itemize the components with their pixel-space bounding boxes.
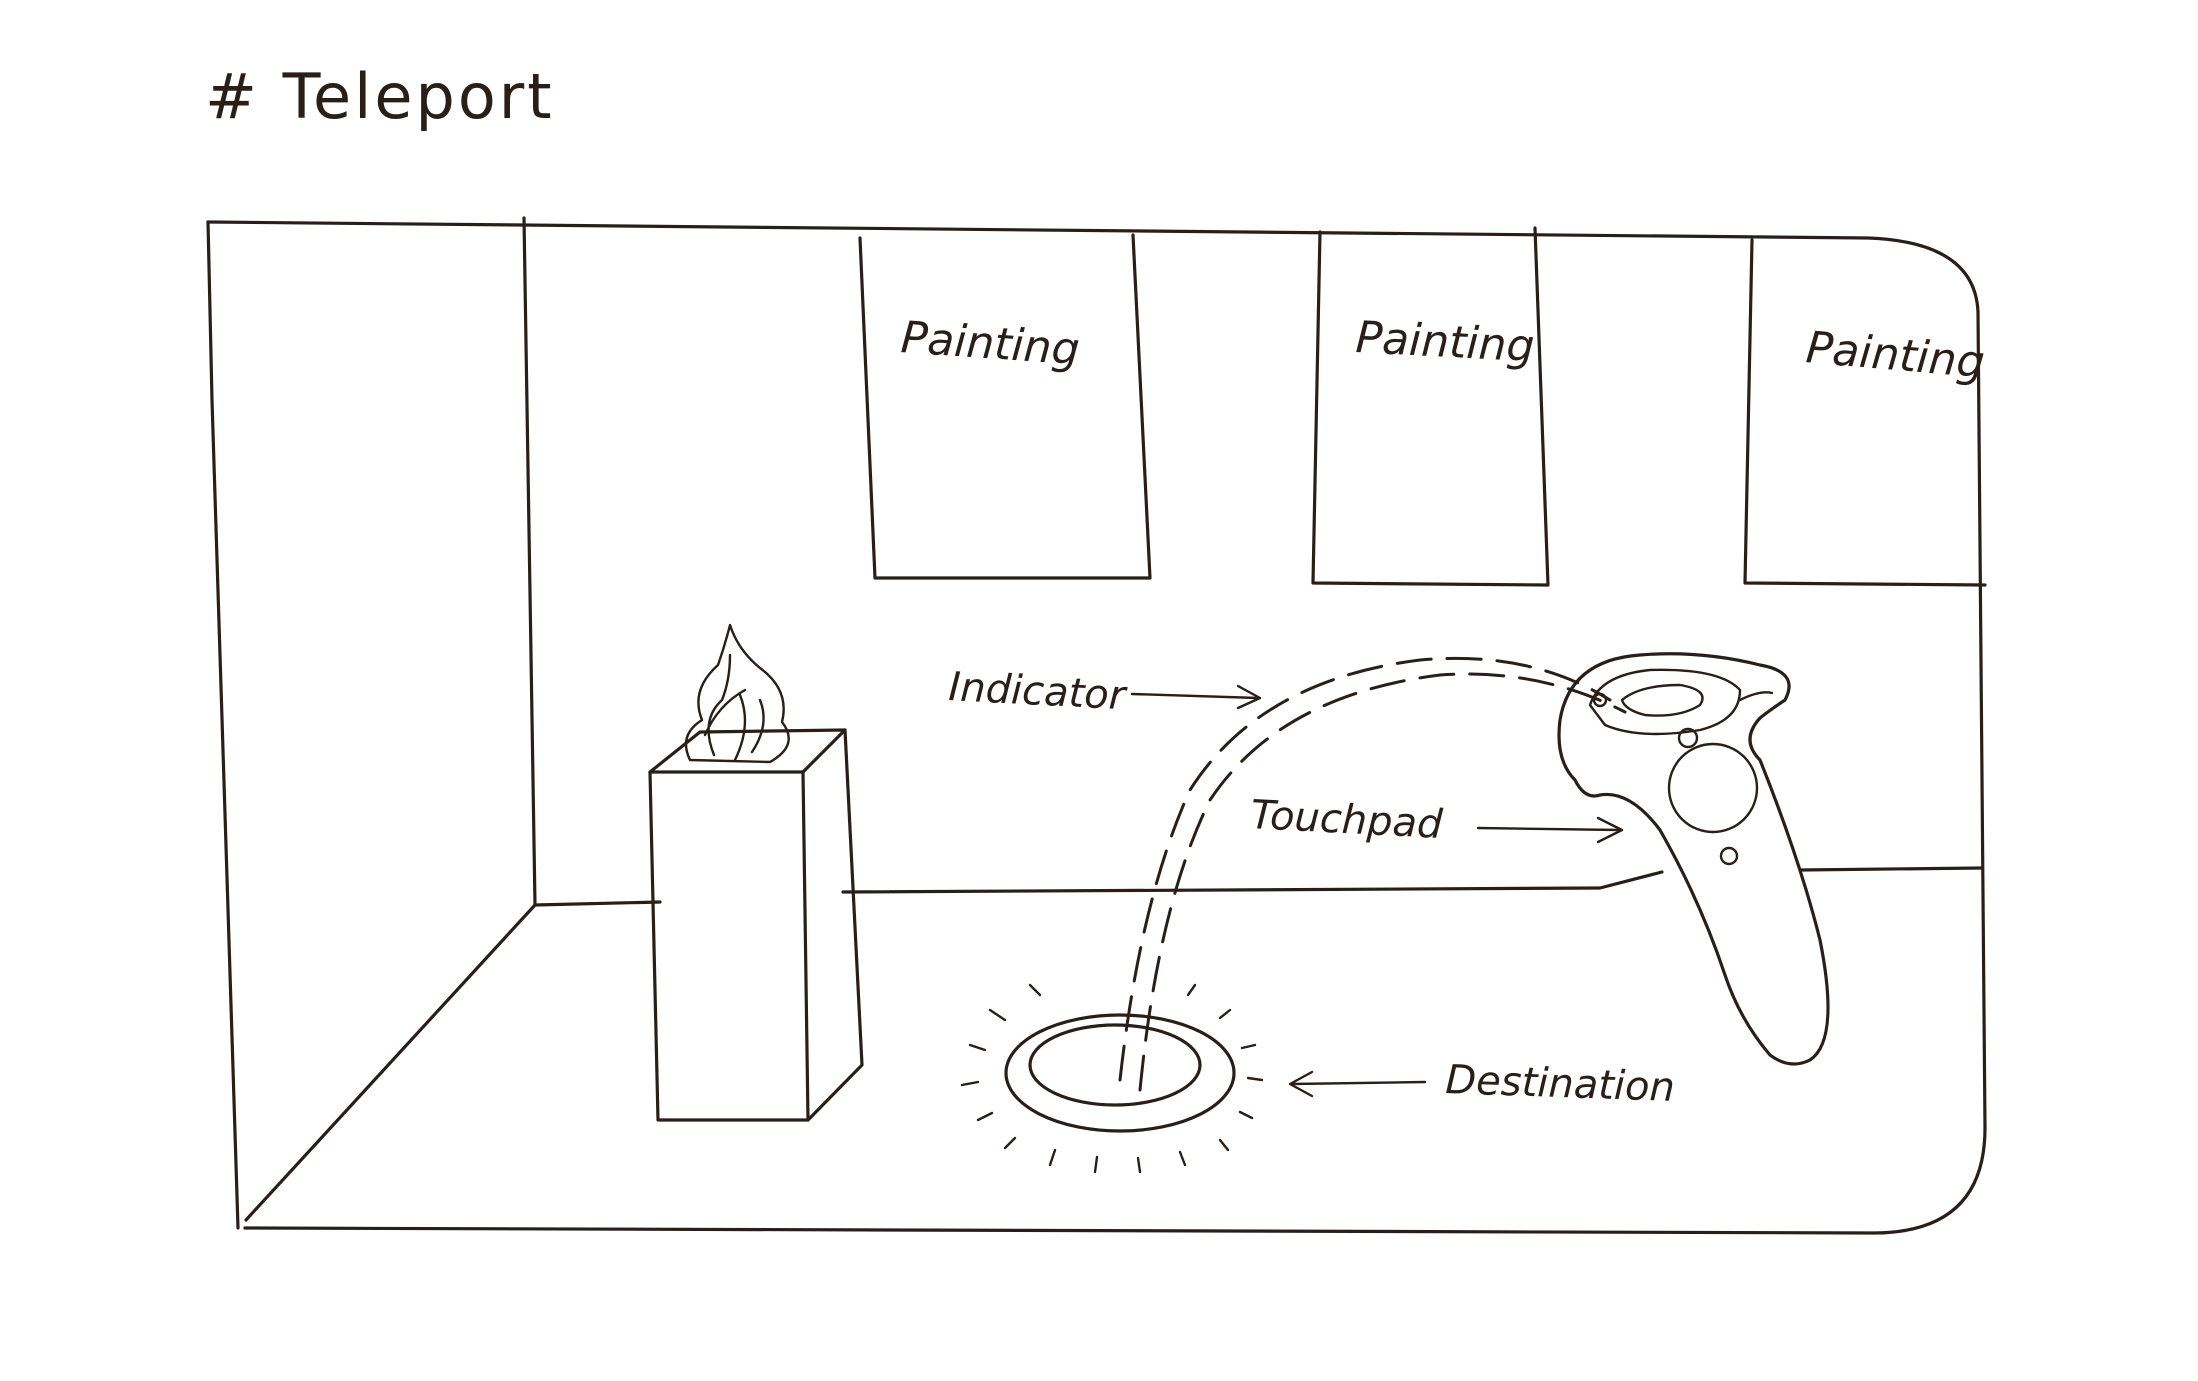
destination-ring-outer (1004, 1013, 1236, 1133)
pedestal (648, 728, 864, 1122)
destination-ring-inner (1028, 1023, 1202, 1107)
controller-system-button (1719, 846, 1739, 866)
painting-frame-2: Painting (1311, 226, 1550, 587)
back-wall-corner (522, 216, 537, 907)
controller-touchpad (1667, 742, 1759, 834)
controller-dot (1592, 692, 1608, 708)
floor-line-middle (841, 870, 1664, 894)
controller-ring (1588, 668, 1742, 736)
page-title: # Teleport (205, 60, 555, 133)
touchpad-callout: Touchpad (1249, 792, 1624, 848)
painting-label: Painting (1354, 312, 1535, 372)
arrow-head (1596, 816, 1624, 844)
room-frame (206, 216, 1987, 1235)
pedestal-top (648, 728, 847, 774)
destination-label: Destination (1445, 1057, 1676, 1111)
arrow-head (1288, 1070, 1314, 1098)
vr-controller-icon (1557, 652, 1830, 1066)
pedestal-front (648, 770, 810, 1122)
teleport-ring-icon (960, 983, 1264, 1174)
left-frame-edge (206, 220, 240, 1230)
pedestal-side (806, 728, 864, 1122)
indicator-label: Indicator (947, 664, 1128, 719)
controller-trigger (1738, 691, 1774, 702)
arrow-left-icon (1290, 1080, 1427, 1086)
painting-frame-3: Painting (1743, 238, 1987, 587)
controller-menu-button (1677, 727, 1699, 749)
indicator-arc-inner (1118, 656, 1612, 1082)
floor-line-left (533, 900, 662, 907)
flame-sculpture-icon (684, 623, 790, 764)
painting-label: Painting (1804, 322, 1987, 388)
floor-line-right (1798, 866, 1984, 872)
indicator-callout: Indicator (947, 664, 1262, 719)
outer-frame (206, 220, 1987, 1235)
painting-frame-1: Painting (858, 233, 1152, 580)
arrow-right-icon (1130, 692, 1260, 700)
controller-body (1557, 652, 1830, 1066)
destination-glow-ticks (960, 983, 1264, 1174)
painting-label: Painting (899, 312, 1081, 375)
controller-sensor (1620, 683, 1704, 717)
floor-corner-line (244, 903, 537, 1222)
arrow-right-icon (1476, 826, 1622, 832)
indicator-arc-outer (1138, 672, 1627, 1092)
arrow-head (1236, 684, 1262, 710)
destination-callout: Destination (1288, 1057, 1676, 1111)
touchpad-label: Touchpad (1249, 792, 1444, 848)
